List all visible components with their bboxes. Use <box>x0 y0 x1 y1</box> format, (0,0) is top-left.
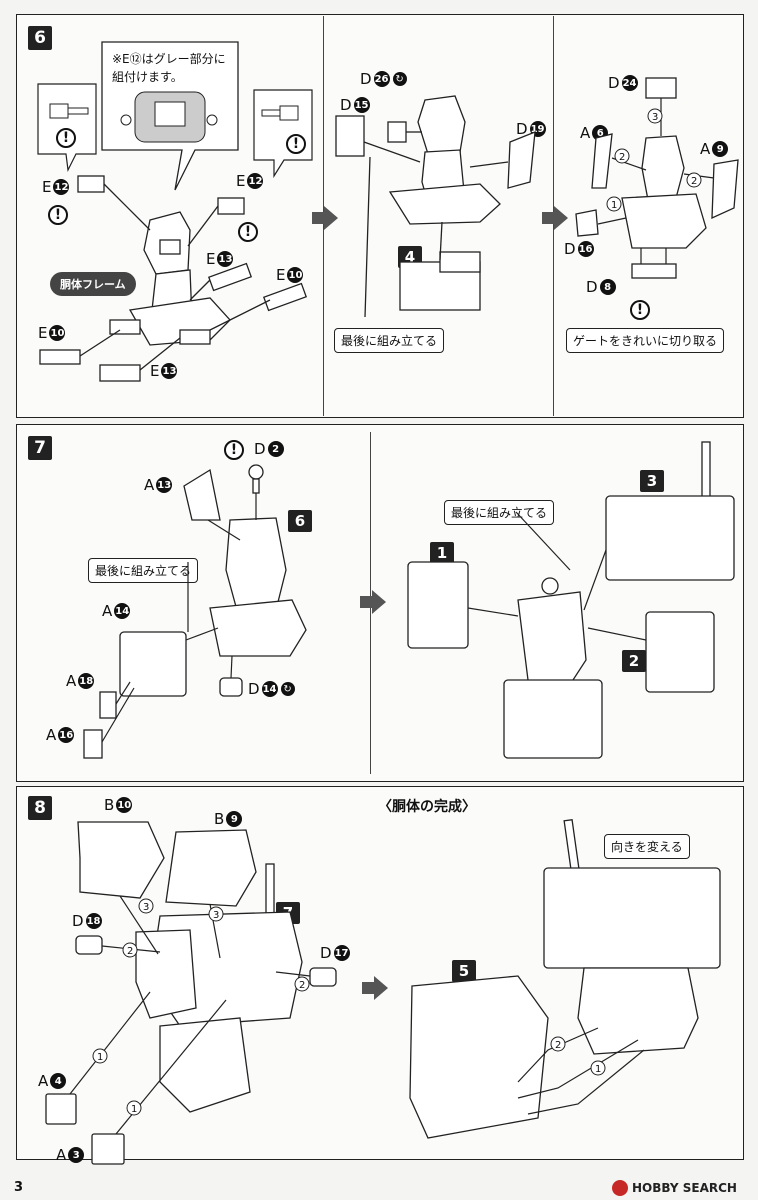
hobby-search-logo-icon <box>612 1180 628 1196</box>
step-arrow-icon <box>360 590 386 614</box>
step7-number: 7 <box>28 436 52 460</box>
order-3-label: 3 <box>143 902 149 913</box>
warning-icon: ! <box>56 128 76 148</box>
step6-note-bubble <box>101 41 239 191</box>
note-line-1: ※E⑫はグレー部分に <box>112 52 226 66</box>
order-1-label: 1 <box>611 200 617 211</box>
completion-heading: 〈胴体の完成〉 <box>378 799 476 815</box>
middle-assembly-illustration <box>335 95 536 318</box>
gate-cut-callout: ゲートをきれいに切り取る <box>566 328 725 353</box>
warning-icon: ! <box>630 300 650 320</box>
note-line-2: 組付けます。 <box>112 70 183 84</box>
step-arrow-icon <box>312 206 338 230</box>
completed-torso-illustration: 2 1 <box>409 818 721 1139</box>
subassembly-ref-1: 1 <box>430 542 454 564</box>
subassembly-ref-2: 2 <box>622 650 646 672</box>
final-assembly-callout-step6: 最後に組み立てる <box>334 328 445 353</box>
frame-label: 胴体フレーム <box>50 272 136 296</box>
subassembly-ref-3: 3 <box>640 470 664 492</box>
warning-icon: ! <box>286 134 306 154</box>
order-3-label: 3 <box>213 910 219 921</box>
order-1-label: 1 <box>595 1064 601 1075</box>
subassembly-ref-6: 6 <box>288 510 312 532</box>
order-2-label: 2 <box>555 1040 561 1051</box>
step-arrow-icon <box>362 976 388 1000</box>
watermark: HOBBY SEARCH <box>612 1180 737 1196</box>
watermark-text: HOBBY SEARCH <box>632 1181 737 1195</box>
warning-icon: ! <box>224 440 244 460</box>
final-assembly-callout-right: 最後に組み立てる <box>444 500 555 525</box>
step7-right-illustration <box>407 441 735 759</box>
subassembly-ref-5: 5 <box>452 960 476 982</box>
order-1-label: 1 <box>97 1052 103 1063</box>
warning-icon: ! <box>238 222 258 242</box>
warning-icon: ! <box>48 205 68 225</box>
order-2-label: 2 <box>127 946 133 957</box>
step8-number: 8 <box>28 796 52 820</box>
step8-left-illustration: 3 3 2 2 1 1 <box>45 821 337 1165</box>
turn-direction-callout: 向きを変える <box>604 834 690 859</box>
order-1-label: 1 <box>131 1104 137 1115</box>
order-2-label: 2 <box>619 152 625 163</box>
rotate-icon: ↻ <box>280 682 295 696</box>
step6-number: 6 <box>28 26 52 50</box>
step7-left-illustration <box>83 464 307 759</box>
step6-right-bubble <box>253 89 313 179</box>
order-2-label: 2 <box>691 176 697 187</box>
step-arrow-icon <box>542 206 568 230</box>
step6-left-bubble <box>37 83 97 173</box>
order-2-label: 2 <box>299 980 305 991</box>
rotate-icon: ↻ <box>392 72 407 86</box>
page-number: 3 <box>14 1180 24 1195</box>
right-assembly-illustration: 3 2 2 1 <box>575 77 739 279</box>
final-assembly-callout-left: 最後に組み立てる <box>88 558 199 583</box>
order-3-label: 3 <box>652 112 658 123</box>
torso-frame-illustration <box>39 175 308 382</box>
